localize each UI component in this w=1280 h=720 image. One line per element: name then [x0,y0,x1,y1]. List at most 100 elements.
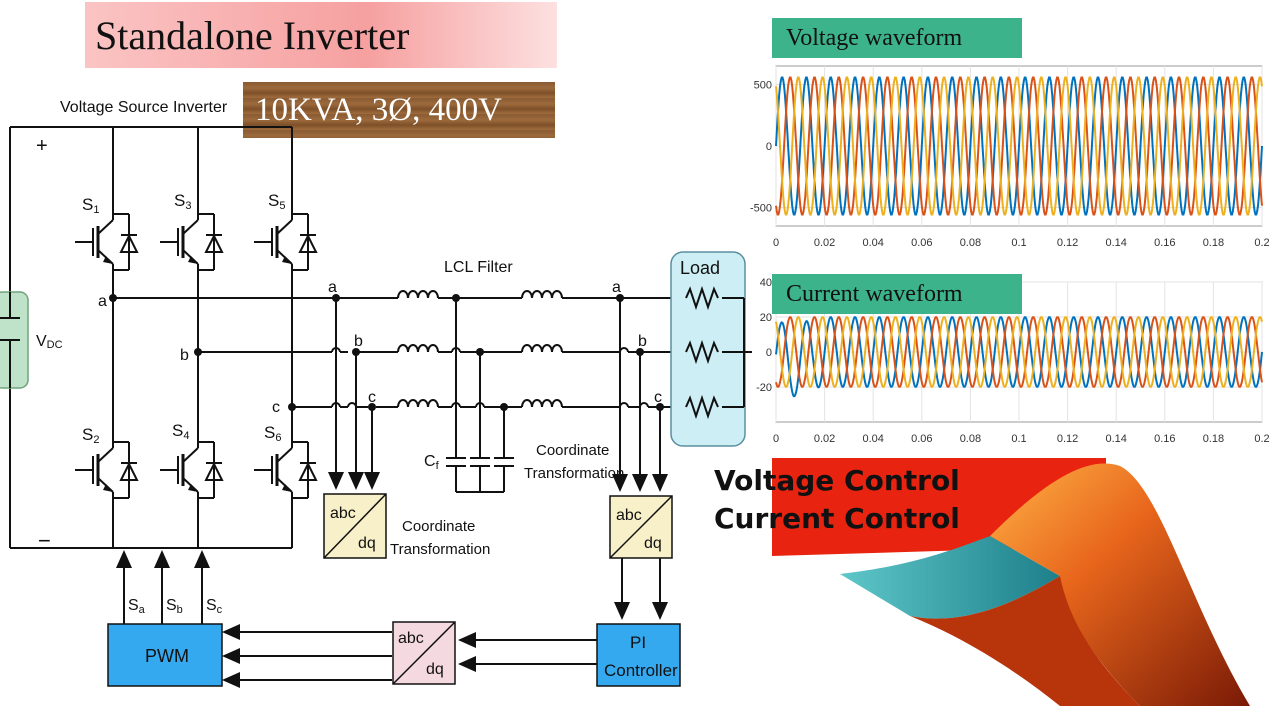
switch-s6-icon [252,432,318,508]
svg-text:abc: abc [330,505,356,522]
series-line-2 [775,76,1263,216]
phase-label-a-sense: a [328,279,337,296]
x-tick-label: 0.02 [814,433,835,445]
coordinate-label-2-line2: Transformation [524,465,624,482]
phase-label-c-load: c [654,389,662,406]
y-tick-label: -20 [756,382,772,394]
x-tick-label: 0.1 [1011,237,1026,249]
voltage-control-label: Voltage Control [714,464,960,497]
phase-label-b-inverter: b [180,347,189,364]
pwm-block [107,623,223,687]
svg-text:abc: abc [616,507,642,524]
x-tick-label: 0.06 [911,433,932,445]
x-tick-label: 0.16 [1154,237,1175,249]
switch-label-s5: S5 [268,191,285,212]
abc-dq-block-load-side: abc dq [609,495,673,559]
pi-label-line1: PI [630,633,646,652]
vsi-label: Voltage Source Inverter [60,99,228,116]
phase-label-a-load: a [612,279,621,296]
x-tick-label: 0.18 [1203,237,1224,249]
gate-signal-lines [116,550,210,624]
x-tick-label: 0 [773,237,779,249]
control-signal-lines [222,624,597,688]
lcl-filter-label: LCL Filter [444,259,513,276]
x-tick-label: 0.18 [1203,433,1224,445]
coordinate-label-2-line1: Coordinate [536,442,609,459]
inverter-legs [112,127,293,548]
series-line-3 [775,316,1263,388]
vdc-label: VDC [36,333,63,351]
matlab-logo-graphic [772,458,1250,706]
x-tick-label: 0.04 [862,237,883,249]
x-tick-label: 0 [773,433,779,445]
sense-lines-load-side [612,298,668,492]
pwm-label: PWM [145,646,189,666]
switch-label-s3: S3 [174,191,191,212]
x-tick-label: 0.16 [1154,433,1175,445]
current-waveform-tag: Current waveform [772,274,1022,314]
dc-bus [9,126,292,549]
sense-lines-inverter-side [328,298,380,490]
phase-label-c-inverter: c [272,399,280,416]
x-tick-label: 0.04 [862,433,883,445]
spec-banner: 10KVA, 3Ø, 400V [243,82,555,138]
switch-label-s2: S2 [82,425,99,446]
dc-source [0,291,29,389]
switch-label-s1: S1 [82,195,99,216]
y-tick-label: 40 [760,277,772,289]
series-line-2 [775,316,1263,388]
svg-text:abc: abc [398,630,424,647]
svg-text:dq: dq [426,661,444,678]
x-tick-label: 0.12 [1057,433,1078,445]
switch-s5-icon [252,204,318,280]
switch-label-s6: S6 [264,423,281,444]
x-tick-label: 0.08 [960,433,981,445]
svg-text:dq: dq [358,535,376,552]
x-tick-label: 0.1 [1011,433,1026,445]
x-tick-label: 0.2 [1254,433,1269,445]
abc-dq-block-inverter-side: abc dq [323,493,387,559]
y-tick-label: 0 [766,141,772,153]
switch-s4-icon [158,432,224,508]
voltage-waveform-tag: Voltage waveform [772,18,1022,58]
page-title: Standalone Inverter [85,2,557,68]
y-tick-label: 500 [754,79,772,91]
series-line-1 [775,316,1263,398]
coordinate-label-1-line1: Coordinate [402,518,475,535]
inverter-circuit-diagram: VDC + − Voltage Source Inverter S1 S3 S5… [0,99,752,688]
series-line-1 [775,76,1263,216]
svg-text:dq: dq [644,535,662,552]
positive-terminal-label: + [36,135,48,157]
gate-label-sb: Sb [166,597,183,616]
switch-s1-icon [73,204,139,280]
coordinate-label-1-line2: Transformation [390,541,490,558]
gate-label-sa: Sa [128,597,146,616]
y-tick-label: -500 [750,203,772,215]
phase-label-b-sense: b [354,333,363,350]
gate-label-sc: Sc [206,597,223,616]
pi-controller-block [596,623,681,687]
series-line-3 [775,76,1263,216]
load-label: Load [680,258,720,278]
filter-capacitor-label: Cf [424,453,440,472]
x-tick-label: 0.06 [911,237,932,249]
current-control-label: Current Control [714,502,960,535]
phase-label-a-inverter: a [98,293,107,310]
switch-s2-icon [73,432,139,508]
x-tick-label: 0.14 [1105,433,1126,445]
x-tick-label: 0.08 [960,237,981,249]
switch-s3-icon [158,204,224,280]
x-tick-label: 0.14 [1105,237,1126,249]
x-tick-label: 0.12 [1057,237,1078,249]
x-tick-label: 0.2 [1254,237,1269,249]
phase-label-b-load: b [638,333,647,350]
y-tick-label: 20 [760,312,772,324]
filter-capacitors [446,298,514,493]
y-tick-label: 0 [766,347,772,359]
dq-abc-block-controller: abc dq [392,621,456,685]
phase-label-c-sense: c [368,389,376,406]
pi-label-line2: Controller [604,661,678,680]
switch-label-s4: S4 [172,421,189,442]
negative-terminal-label: − [38,528,51,553]
line-crossovers [331,347,649,408]
